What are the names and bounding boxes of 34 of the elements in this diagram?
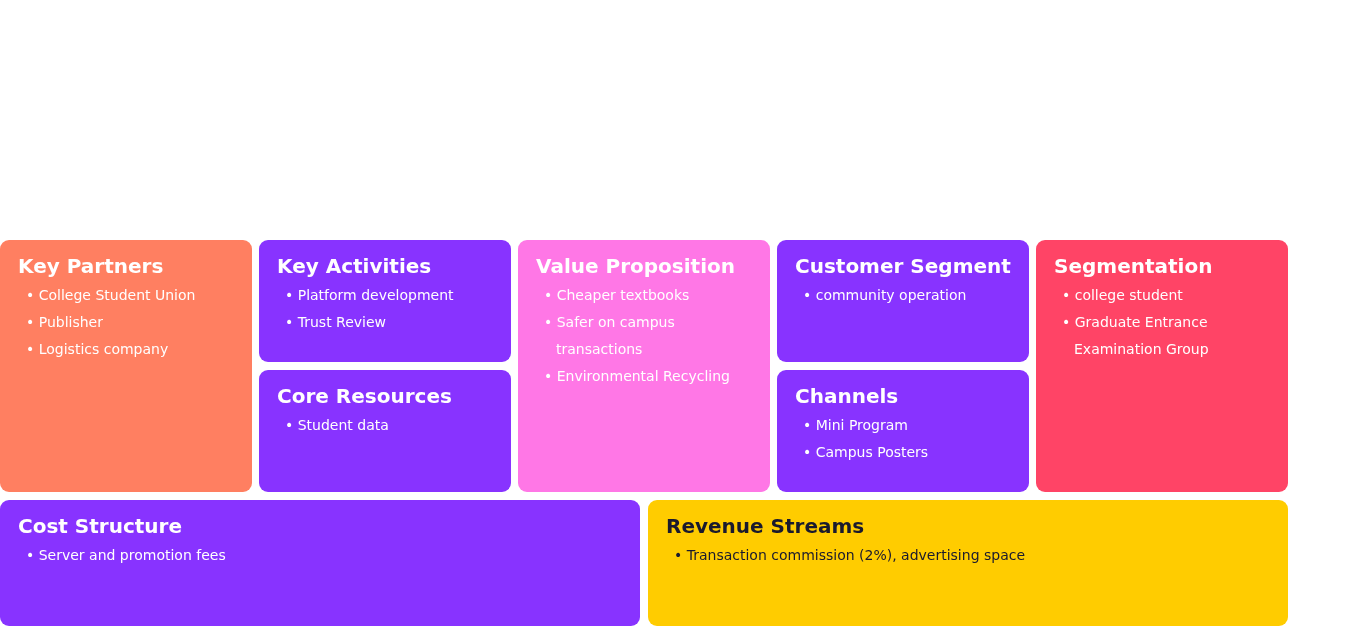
bullet-item: • Campus Posters: [803, 443, 929, 462]
canvas-block: [0, 500, 640, 626]
bullet-item: • Graduate Entrance Examination Group: [1062, 313, 1210, 359]
block-heading: Value Proposition: [536, 254, 735, 278]
canvas-block: [1036, 240, 1288, 492]
block-heading: Key Partners: [18, 254, 164, 278]
block-heading: Key Activities: [277, 254, 432, 278]
canvas-block: [518, 240, 770, 492]
bullet-item: • Safer on campus transactions: [544, 313, 676, 359]
canvas-block: [777, 370, 1029, 492]
canvas-block: [259, 240, 511, 362]
bullet-item: • college student: [1062, 286, 1183, 305]
canvas-block: [648, 500, 1288, 626]
canvas-block: [777, 240, 1029, 362]
bullet-item: • College Student Union: [26, 286, 196, 305]
bullet-item: • Server and promotion fees: [26, 546, 226, 565]
canvas-block: [259, 370, 511, 492]
bullet-item: • Environmental Recycling: [544, 367, 730, 386]
bullet-item: • Student data: [285, 416, 389, 435]
block-heading: Core Resources: [277, 384, 452, 408]
bullet-item: • Mini Program: [803, 416, 908, 435]
block-heading: Revenue Streams: [666, 514, 865, 538]
block-heading: Customer Segment: [795, 254, 1011, 278]
bullet-item: • community operation: [803, 286, 967, 305]
block-heading: Channels: [795, 384, 899, 408]
bullet-item: • Cheaper textbooks: [544, 286, 690, 305]
bullet-item: • Platform development: [285, 286, 454, 305]
bullet-item: • Transaction commission (2%), advertising space: [674, 546, 1026, 565]
bullet-item: • Publisher: [26, 313, 103, 332]
block-heading: Cost Structure: [18, 514, 182, 538]
bullet-item: • Logistics company: [26, 340, 169, 359]
canvas-block: [0, 240, 252, 492]
block-heading: Segmentation: [1054, 254, 1213, 278]
bullet-item: • Trust Review: [285, 313, 386, 332]
